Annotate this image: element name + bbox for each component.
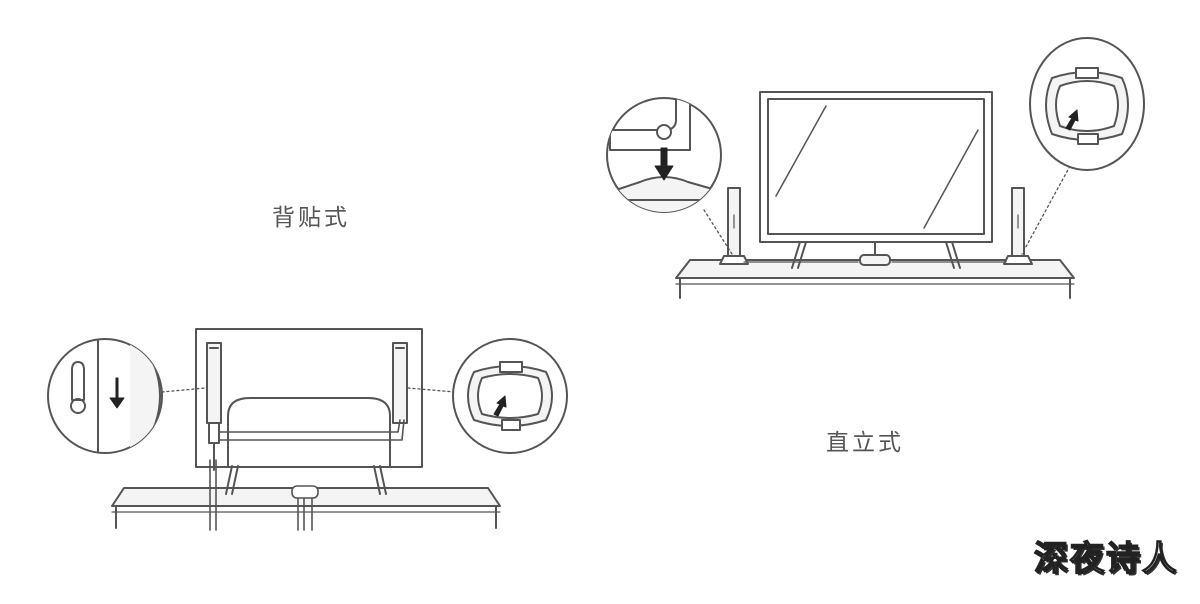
zoom-circle-base-insert <box>606 97 722 213</box>
zoom-circle-wall-hook <box>47 338 163 454</box>
back-mount-label: 背贴式 <box>272 205 350 231</box>
stand-mount-scene <box>606 37 1145 299</box>
subwoofer <box>859 241 891 266</box>
left-speaker-stand <box>719 187 749 265</box>
tv-table-right <box>675 259 1075 299</box>
tv-front <box>759 91 993 269</box>
tv-back <box>195 328 423 495</box>
watermark: 深夜诗人 <box>1033 538 1178 579</box>
left-speaker-back <box>206 342 222 471</box>
right-speaker-back <box>392 342 408 424</box>
right-speaker-stand <box>1003 187 1033 265</box>
zoom-circle-clip-back <box>452 338 568 454</box>
zoom-circle-clip-stand <box>1029 37 1145 171</box>
speaker-cables-back <box>209 419 405 531</box>
stand-mount-label: 直立式 <box>826 430 904 456</box>
back-mount-scene <box>47 328 568 531</box>
